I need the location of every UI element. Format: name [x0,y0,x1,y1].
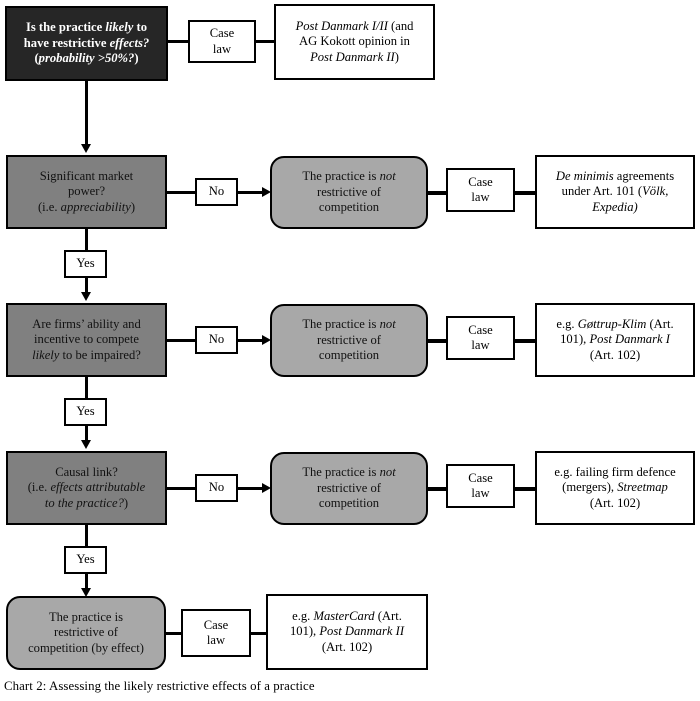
connector-row-3-no-to-outcome [238,339,264,342]
arrowhead-yes-to-row-4 [80,440,91,449]
caselaw-box-row-5: Case law [181,609,251,657]
connector-row-2-question-to-no [167,191,196,194]
arrowhead-yes-to-row-3 [80,292,91,301]
caselaw-text-row-4: Case law [468,470,493,500]
question-text-row-3: Are firms’ ability and incentive to comp… [32,316,141,362]
connector-row-1-to-row-2 [85,81,88,145]
question-box-row-2: Significant market power? (i.e. apprecia… [6,155,167,229]
arrowhead-row-1-to-row-2 [80,144,91,153]
branch-label-yes-text-row-3: Yes [76,404,95,419]
outcome-box-row-2: The practice is not restrictive of compe… [270,156,428,229]
connector-row-3-question-to-no [167,339,196,342]
question-box-row-3: Are firms’ ability and incentive to comp… [6,303,167,377]
arrowhead-yes-to-row-5 [80,588,91,597]
caselaw-box-row-2: Case law [446,168,515,212]
conclusion-text-row-5: The practice is restrictive of competiti… [28,609,144,655]
outcome-text-row-2: The practice is not restrictive of compe… [302,169,396,215]
citation-box-row-4: e.g. failing firm defence (mergers), Str… [535,451,695,525]
connector-row-5-caselaw-to-citation [250,632,268,635]
connector-row-3-outcome-to-caselaw [427,339,448,343]
caselaw-box-row-1: Case law [188,20,256,63]
branch-label-no-row-2: No [195,178,238,206]
connector-yes-to-row-3 [85,278,88,294]
connector-row-4-question-to-no [167,487,196,490]
arrowhead-row-3-to-outcome [262,334,271,345]
branch-label-yes-row-4: Yes [64,546,107,574]
caselaw-text-row-5: Case law [203,617,229,647]
citation-box-row-3: e.g. Gøttrup-Klim (Art. 101), Post Danma… [535,303,695,377]
question-text-row-2: Significant market power? (i.e. apprecia… [37,168,136,214]
branch-label-no-row-4: No [195,474,238,502]
connector-row-2-outcome-to-caselaw [427,191,448,195]
outcome-text-row-4: The practice is not restrictive of compe… [302,465,396,511]
outcome-box-row-3: The practice is not restrictive of compe… [270,304,428,377]
citation-text-row-2: De minimis agreements under Art. 101 (Vö… [555,168,675,214]
connector-row-4-to-yes [85,525,88,547]
caselaw-box-row-4: Case law [446,464,515,508]
connector-row-4-no-to-outcome [238,487,264,490]
question-box-row-4: Causal link? (i.e. effects attributable … [6,451,167,525]
question-text-row-1: Is the practice likely to have restricti… [23,20,150,66]
branch-label-text-row-2: No [208,184,225,199]
caselaw-text-row-3: Case law [468,322,493,352]
connector-row-4-caselaw-to-citation [514,487,536,491]
branch-label-yes-row-3: Yes [64,398,107,426]
connector-row-2-no-to-outcome [238,191,264,194]
connector-row-3-caselaw-to-citation [514,339,536,343]
branch-label-no-row-3: No [195,326,238,354]
branch-label-text-row-4: No [208,480,225,495]
chart-caption: Chart 2: Assessing the likely restrictiv… [4,679,315,693]
connector-yes-to-row-5 [85,574,88,590]
outcome-text-row-3: The practice is not restrictive of compe… [302,317,396,363]
branch-label-yes-row-2: Yes [64,250,107,278]
caselaw-box-row-3: Case law [446,316,515,360]
branch-label-yes-text-row-2: Yes [76,256,95,271]
citation-text-row-1: Post Danmark I/II (and AG Kokott opinion… [295,18,414,64]
branch-label-text-row-3: No [208,332,225,347]
question-text-row-4: Causal link? (i.e. effects attributable … [27,464,146,510]
arrowhead-row-4-to-outcome [262,482,271,493]
caselaw-text-row-1: Case law [209,26,235,56]
citation-text-row-3: e.g. Gøttrup-Klim (Art. 101), Post Danma… [556,316,674,362]
branch-label-yes-text-row-4: Yes [76,552,95,567]
connector-row-4-outcome-to-caselaw [427,487,448,491]
connector-row-1-caselaw-to-citation [255,40,275,43]
arrowhead-row-2-to-outcome [262,186,271,197]
outcome-box-row-4: The practice is not restrictive of compe… [270,452,428,525]
citation-text-row-4: e.g. failing firm defence (mergers), Str… [554,464,676,510]
citation-box-row-5: e.g. MasterCard (Art. 101), Post Danmark… [266,594,428,670]
question-box-row-1: Is the practice likely to have restricti… [5,6,168,81]
connector-row-1-question-to-caselaw [168,40,189,43]
connector-row-2-to-yes [85,229,88,251]
connector-yes-to-row-4 [85,426,88,442]
caselaw-text-row-2: Case law [468,174,493,204]
connector-row-2-caselaw-to-citation [514,191,536,195]
connector-row-5-conclusion-to-caselaw [165,632,183,635]
citation-text-row-5: e.g. MasterCard (Art. 101), Post Danmark… [289,608,405,654]
citation-box-row-1: Post Danmark I/II (and AG Kokott opinion… [274,4,435,80]
conclusion-box-row-5: The practice is restrictive of competiti… [6,596,166,670]
connector-row-3-to-yes [85,377,88,399]
citation-box-row-2: De minimis agreements under Art. 101 (Vö… [535,155,695,229]
